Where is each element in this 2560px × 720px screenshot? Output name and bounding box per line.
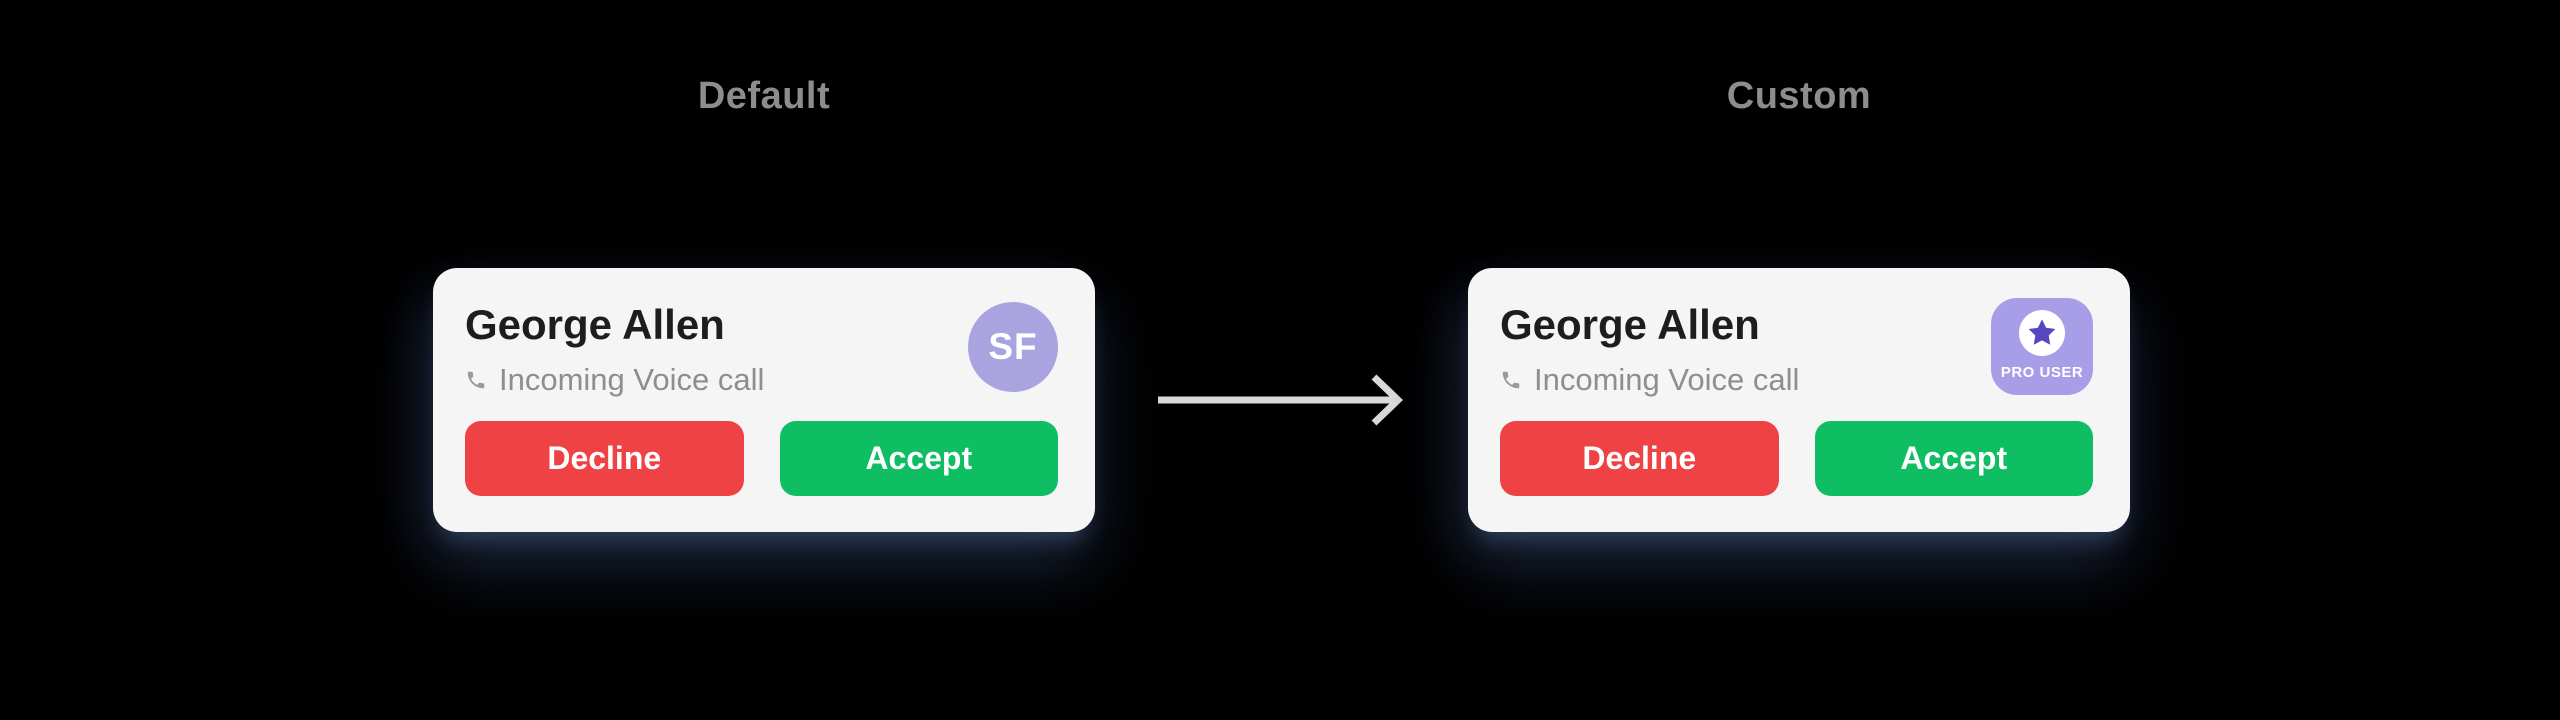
decline-button[interactable]: Decline <box>465 421 744 496</box>
avatar-initials: SF <box>988 326 1038 367</box>
call-status-row: Incoming Voice call <box>465 362 764 398</box>
phone-icon <box>467 371 485 389</box>
accept-button[interactable]: Accept <box>779 421 1058 496</box>
caller-info: George Allen Incoming Voice call <box>1500 298 1799 398</box>
call-status-text: Incoming Voice call <box>499 362 765 397</box>
panel-label-default: Default <box>697 75 831 117</box>
accept-button[interactable]: Accept <box>1814 421 2093 496</box>
call-status-text: Incoming Voice call <box>1534 362 1800 397</box>
pro-user-badge: PRO USER <box>1991 298 2093 395</box>
phone-icon <box>1502 371 1520 389</box>
call-card-header: George Allen Incoming Voice call SF <box>465 298 1058 398</box>
star-icon <box>2028 319 2056 345</box>
call-card-header: George Allen Incoming Voice call PRO USE… <box>1500 298 2093 398</box>
call-status-row: Incoming Voice call <box>1500 362 1799 398</box>
arrow-right-icon <box>1158 374 1404 426</box>
incoming-call-card-default: George Allen Incoming Voice call SF Decl… <box>433 268 1095 532</box>
star-icon-circle <box>2019 310 2065 356</box>
incoming-call-card-custom: George Allen Incoming Voice call PRO USE… <box>1468 268 2130 532</box>
call-actions: Decline Accept <box>465 421 1058 496</box>
panel-label-custom: Custom <box>1726 75 1872 117</box>
avatar: SF <box>968 302 1058 392</box>
caller-info: George Allen Incoming Voice call <box>465 298 764 398</box>
call-actions: Decline Accept <box>1500 421 2093 496</box>
caller-name: George Allen <box>465 301 725 348</box>
caller-name: George Allen <box>1500 301 1760 348</box>
decline-button[interactable]: Decline <box>1500 421 1779 496</box>
pro-user-badge-label: PRO USER <box>2000 364 2084 381</box>
